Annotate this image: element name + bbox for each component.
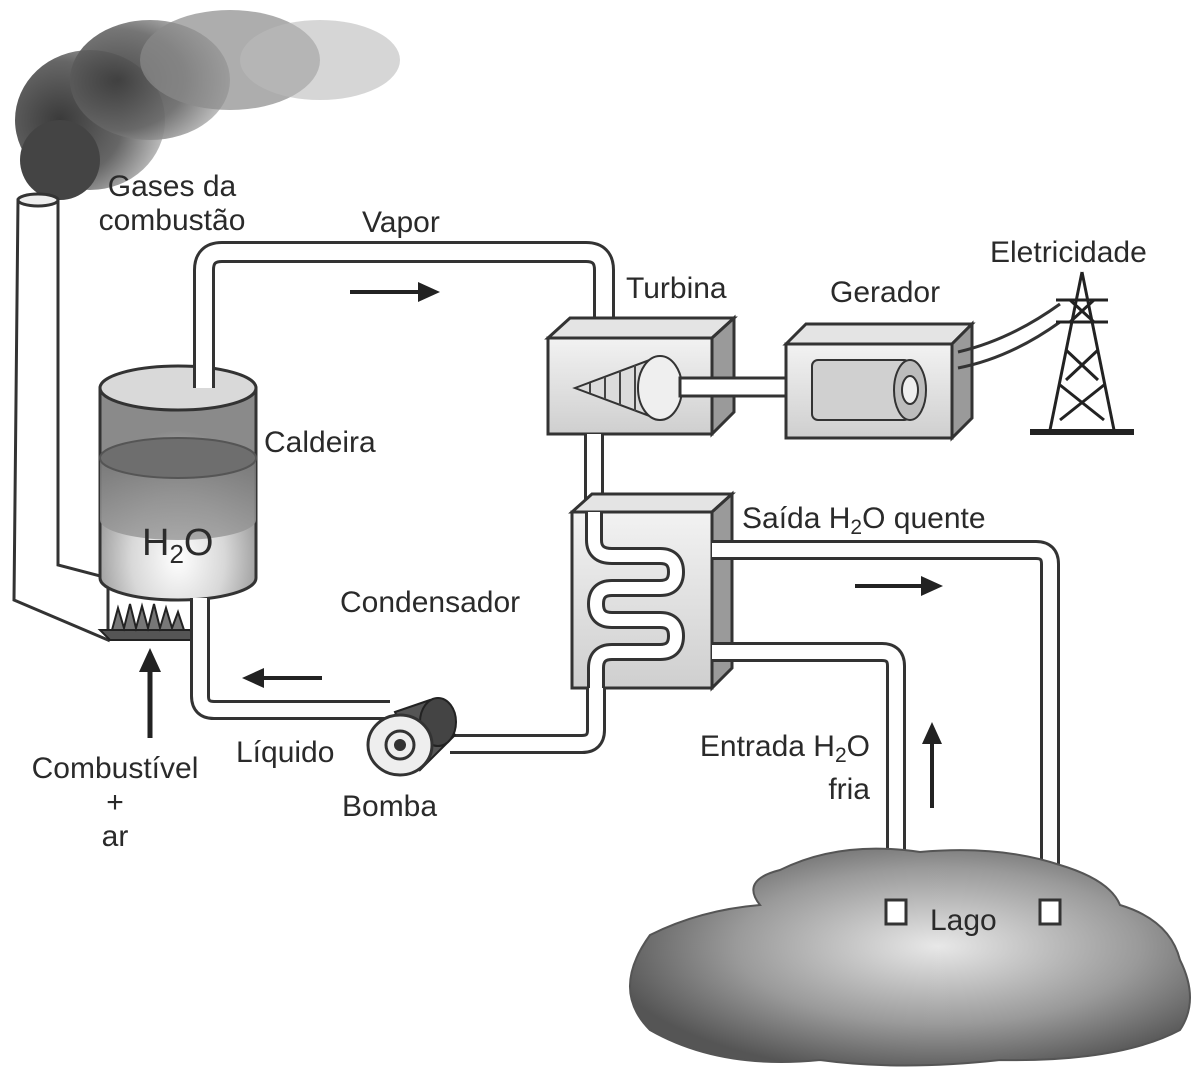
arrow-right-hot-water	[855, 576, 943, 596]
label-hot-water-out: Saída H2O quente	[742, 502, 986, 545]
label-hot-water-out-prefix: Saída H	[742, 502, 851, 535]
label-pump: Bomba	[342, 790, 438, 823]
label-air: ar	[101, 820, 129, 853]
generator-box	[782, 320, 976, 442]
shaft	[678, 376, 792, 398]
label-hot-water-out-suffix: O quente	[862, 502, 986, 535]
label-lake: Lago	[930, 904, 997, 937]
label-boiler-h2o-o: O	[183, 522, 214, 564]
condenser-box	[568, 490, 736, 692]
label-vapor: Vapor	[362, 206, 440, 239]
label-boiler-h2o: H2O	[142, 524, 213, 571]
label-cold-water-in-line2: fria	[828, 773, 870, 806]
label-cold-water-in-suffix: O	[846, 730, 870, 763]
label-cold-water-in-line1: Entrada H2O	[664, 730, 870, 773]
smoke-cloud	[15, 10, 400, 200]
label-condenser: Condensador	[340, 586, 521, 619]
turbine-box	[544, 314, 738, 438]
arrow-up-cold-water	[922, 722, 942, 808]
label-boiler: Caldeira	[264, 426, 376, 459]
lake	[629, 847, 1191, 1067]
arrow-right-vapor	[350, 282, 440, 302]
label-cold-water-in-prefix: Entrada H	[699, 730, 835, 763]
label-boiler-h2o-sub: 2	[169, 539, 184, 569]
burner	[97, 602, 203, 641]
label-liquid: Líquido	[236, 736, 335, 769]
label-hot-water-out-sub: 2	[850, 516, 863, 539]
label-boiler-h2o-h: H	[142, 522, 170, 564]
vapor-pipe	[193, 241, 615, 388]
label-cold-water-in-sub: 2	[834, 744, 847, 767]
label-plus: +	[106, 786, 124, 819]
label-turbine: Turbina	[626, 272, 727, 305]
label-exhaust-gases: Gases da combustão	[82, 170, 262, 238]
boiler	[98, 364, 258, 602]
label-fuel-air: Combustível + ar	[10, 752, 220, 854]
label-exhaust-gases-line2: combustão	[98, 204, 246, 237]
pump-icon	[366, 697, 457, 777]
label-fuel: Combustível	[31, 752, 199, 785]
label-exhaust-gases-line1: Gases da	[107, 170, 237, 203]
chimney	[12, 198, 110, 643]
pylon-icon	[1030, 271, 1134, 435]
arrow-left-liquid	[242, 668, 322, 688]
label-cold-water-in: Entrada H2O fria	[664, 730, 870, 807]
label-generator: Gerador	[830, 276, 941, 309]
label-electricity: Eletricidade	[990, 236, 1147, 269]
arrow-up-fuel	[139, 648, 161, 738]
